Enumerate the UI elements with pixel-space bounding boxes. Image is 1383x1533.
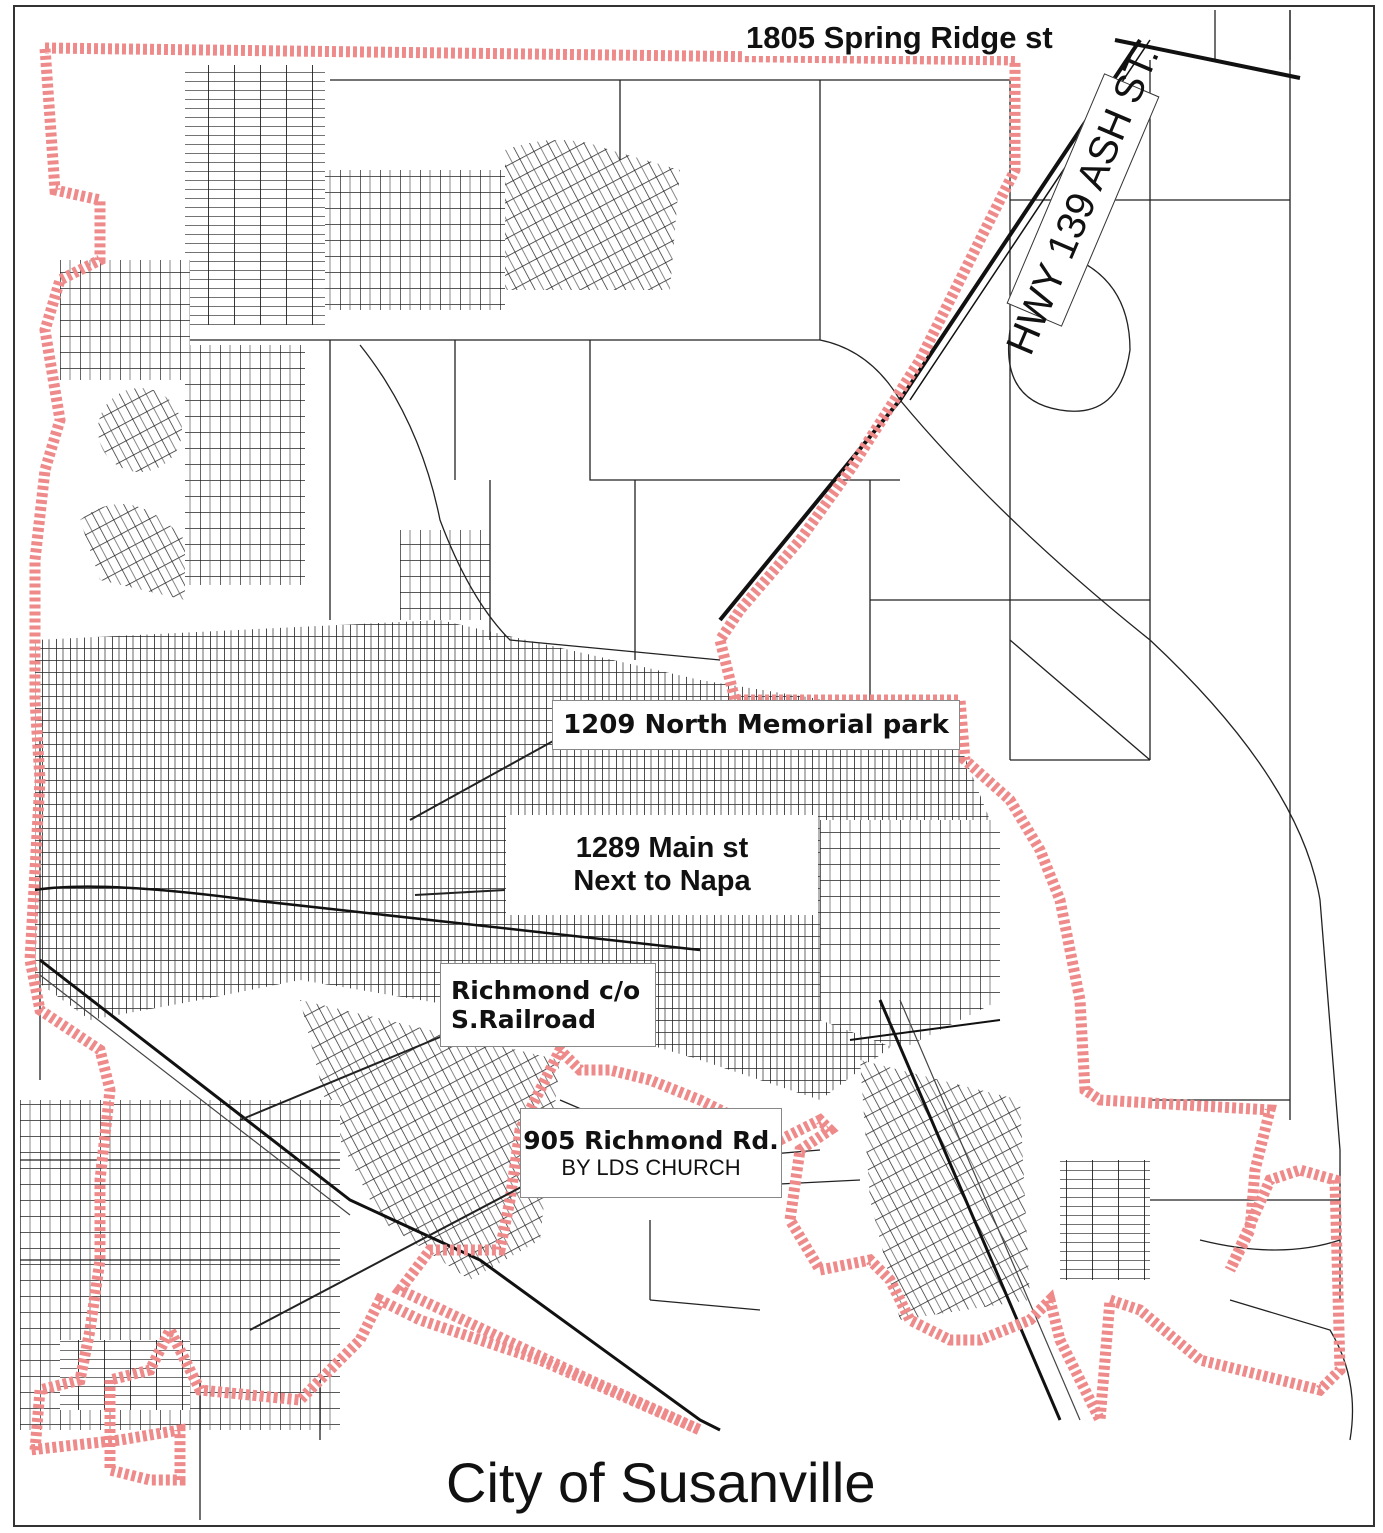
parcel-lines	[20, 10, 1354, 1520]
city-blocks	[20, 65, 1150, 1430]
north-memorial-text: 1209 North Memorial park	[563, 710, 949, 740]
map-border	[13, 5, 1375, 1527]
label-leaders	[239, 739, 556, 1331]
richmond-rd-line1: 905 Richmond Rd.	[523, 1125, 779, 1155]
richmond-rd-label: 905 Richmond Rd. BY LDS CHURCH	[520, 1108, 782, 1198]
north-memorial-label: 1209 North Memorial park	[552, 700, 960, 750]
spring-ridge-pointer	[1114, 38, 1301, 80]
spring-ridge-label: 1805 Spring Ridge st	[742, 20, 1057, 56]
richmond-rd-line2: BY LDS CHURCH	[561, 1154, 741, 1180]
richmond-railroad-label: Richmond c/o S.Railroad	[440, 963, 656, 1047]
city-limit-boundary	[24, 42, 1346, 1486]
richmond-line1: Richmond c/o	[451, 976, 641, 1005]
main-st-label: 1289 Main st Next to Napa	[506, 815, 818, 915]
highways	[34, 38, 1301, 1432]
map-title: City of Susanville	[446, 1451, 876, 1514]
main-st-line1: 1289 Main st	[575, 832, 749, 864]
richmond-line2: S.Railroad	[451, 1005, 597, 1034]
main-st-line2: Next to Napa	[573, 865, 751, 897]
